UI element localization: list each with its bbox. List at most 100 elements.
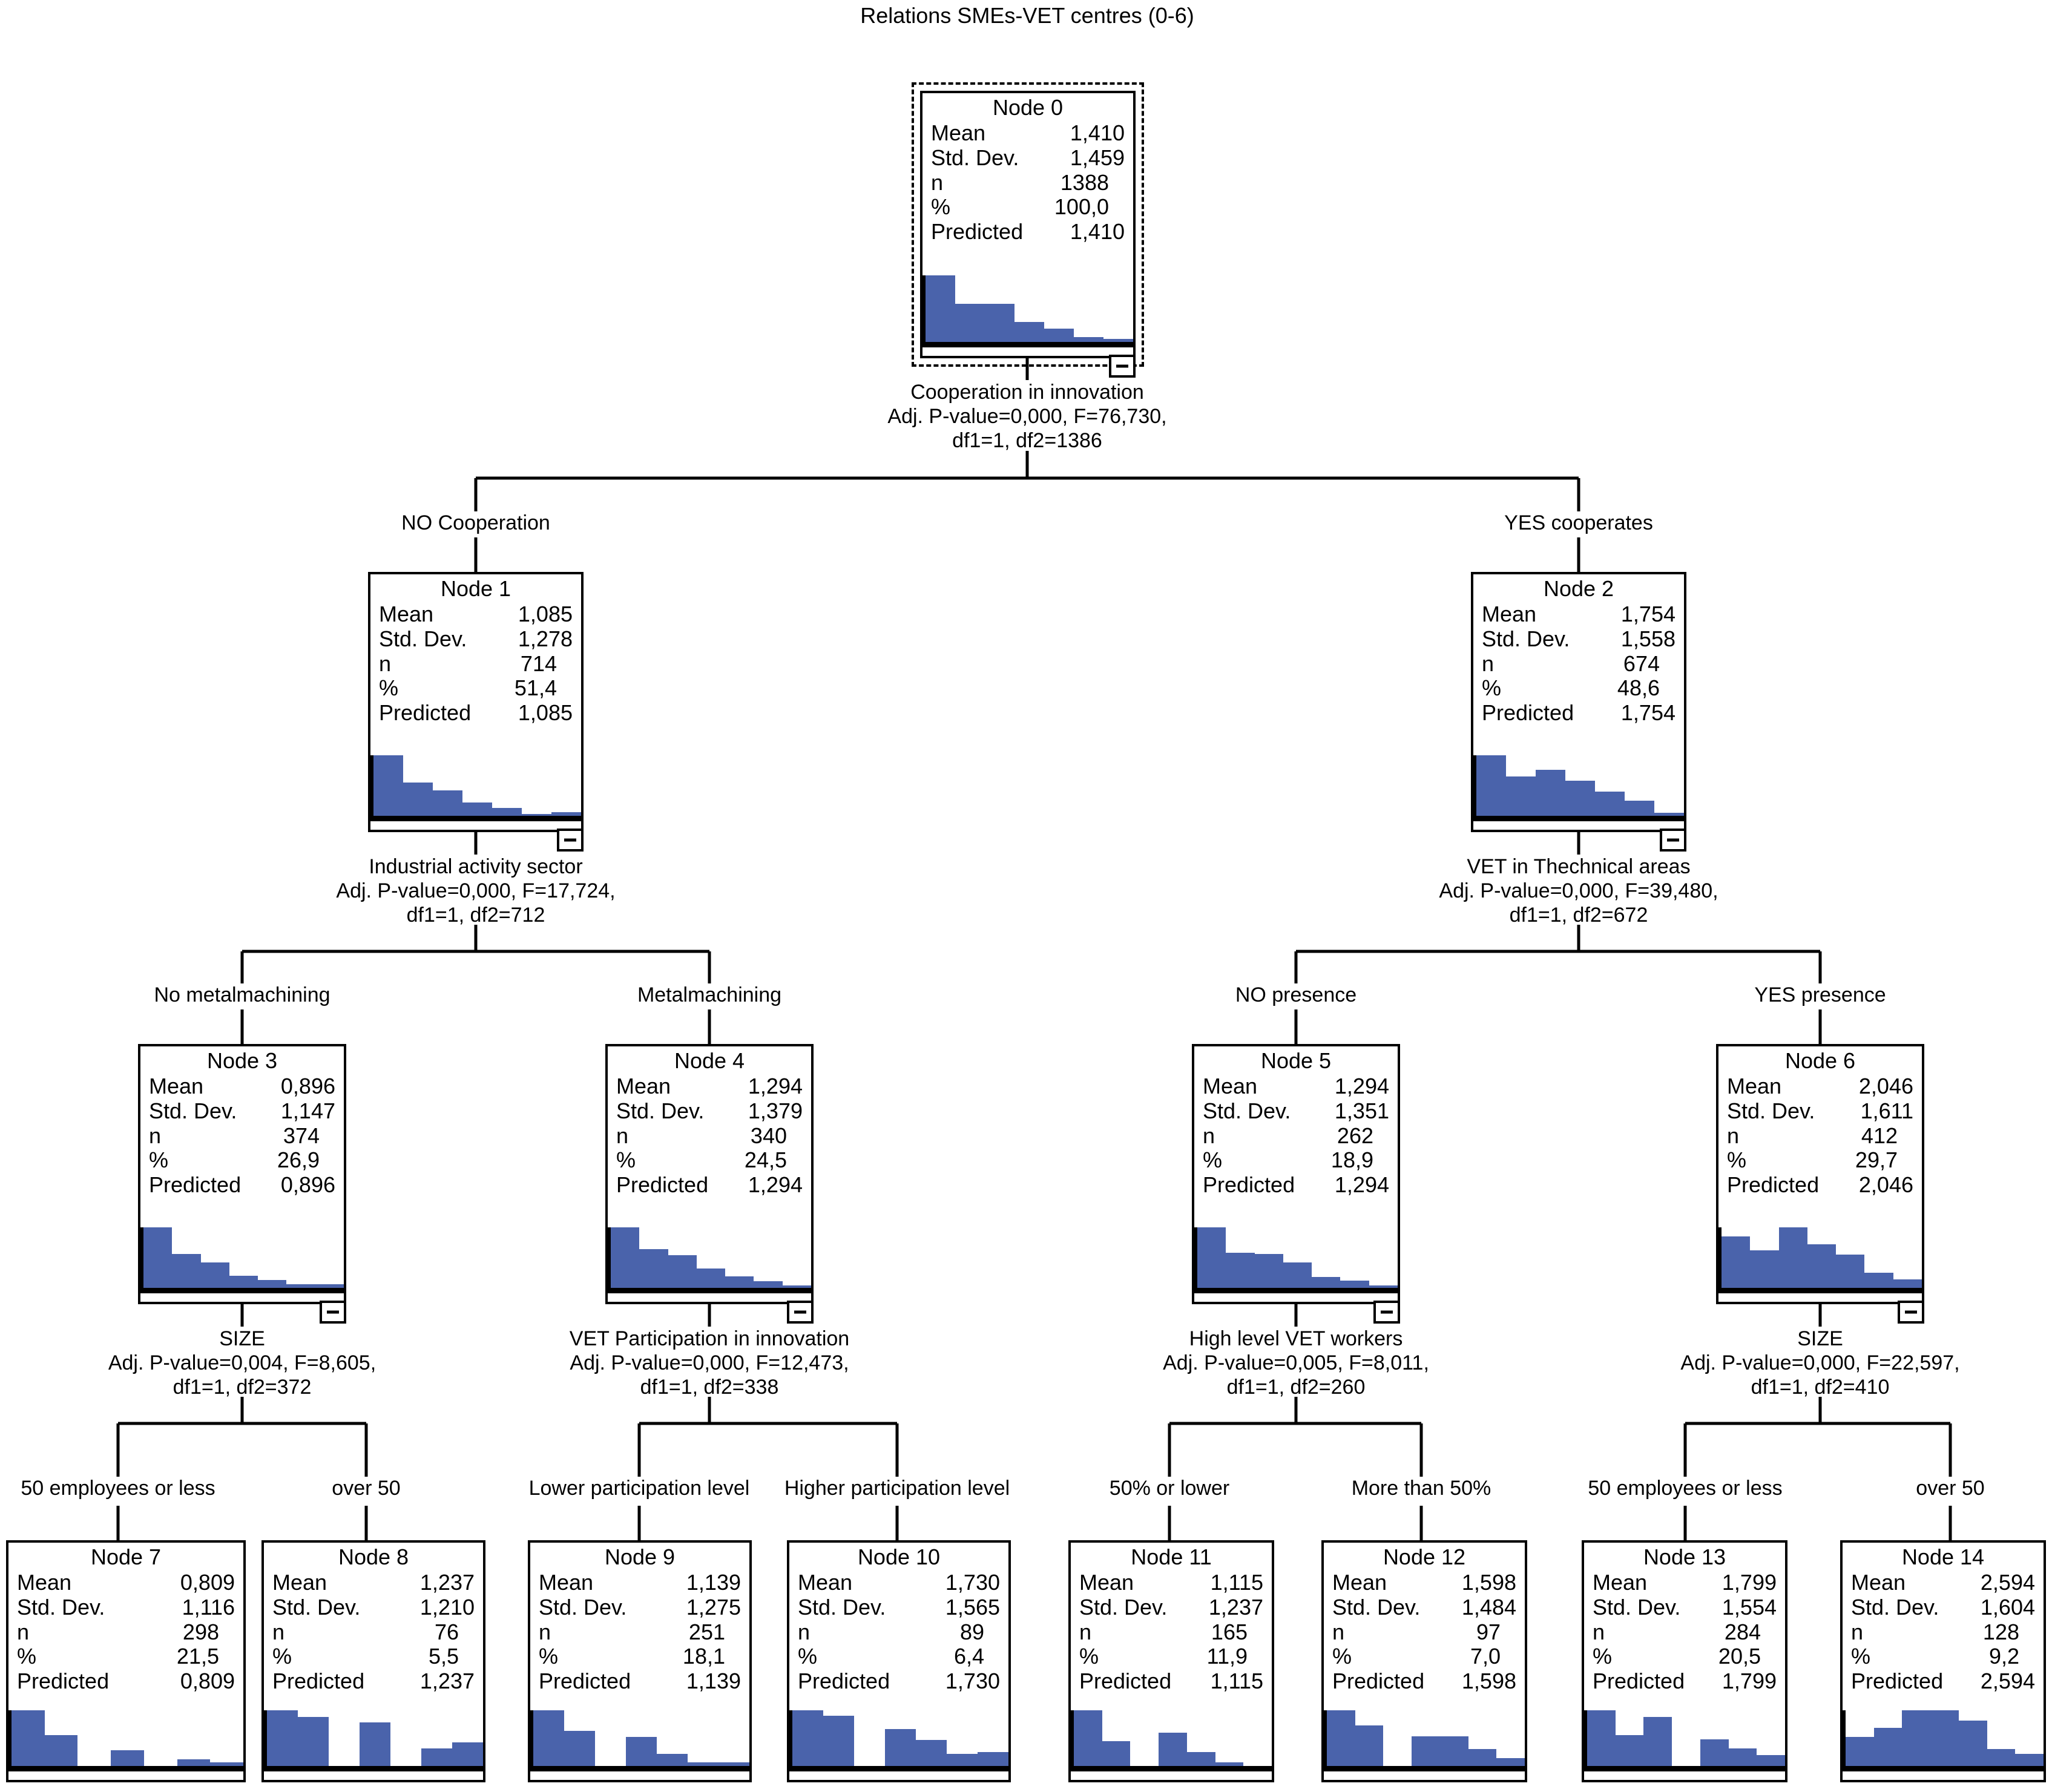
histogram-bar [172, 1254, 201, 1288]
histogram-bar [1215, 1762, 1244, 1766]
stat-label-predicted: Predicted [1593, 1669, 1685, 1693]
histogram-bar [1327, 1710, 1355, 1766]
stat-value-n: 251 [688, 1619, 725, 1644]
stat-value-pct: 26,9 [277, 1147, 320, 1173]
histogram-bar [403, 783, 433, 816]
histogram-bar [947, 1753, 978, 1766]
split-label-node-3: SIZE Adj. P-value=0,004, F=8,605, df1=1,… [108, 1327, 377, 1399]
histogram-bar [1412, 1736, 1440, 1766]
stat-label-mean: Mean [17, 1570, 72, 1595]
histogram-bar [1369, 1285, 1398, 1288]
collapse-node-icon[interactable] [1660, 829, 1686, 852]
branch-label-more-than-50-percent: More than 50% [1351, 1477, 1491, 1500]
collapse-node-icon[interactable] [320, 1301, 346, 1324]
stat-label-predicted: Predicted [149, 1172, 242, 1197]
node-footer [1071, 1769, 1272, 1780]
stat-label-n: n [539, 1619, 551, 1644]
histogram-bar [885, 1729, 916, 1766]
histogram-bar [1186, 1752, 1215, 1766]
histogram-bar [1506, 776, 1536, 816]
stat-label-n: n [1203, 1123, 1215, 1148]
stat-value-n: 412 [1861, 1123, 1898, 1148]
node-histogram [1843, 1710, 2044, 1769]
histogram-bar [1496, 1758, 1525, 1766]
stat-label-mean: Mean [539, 1570, 594, 1595]
stat-label-mean: Mean [616, 1074, 671, 1099]
node-title: Node 7 [90, 1544, 162, 1569]
stat-value-sd: 1,278 [518, 626, 573, 651]
node-title: Node 1 [440, 576, 511, 601]
histogram-bar [1340, 1281, 1369, 1288]
stat-value-sd: 1,604 [1980, 1594, 2035, 1620]
stat-value-n: 374 [283, 1123, 320, 1148]
node-footer [140, 1291, 346, 1324]
collapse-node-icon[interactable] [1109, 355, 1136, 378]
stat-value-pct: 20,5 [1718, 1644, 1761, 1669]
collapse-node-icon[interactable] [557, 829, 584, 852]
stat-value-mean: 1,799 [1722, 1570, 1777, 1595]
histogram-bar [657, 1753, 688, 1766]
node-footer [8, 1769, 243, 1780]
collapse-node-icon[interactable] [1898, 1301, 1924, 1324]
histogram-bar [1074, 337, 1103, 342]
branch-label-over-50-right: over 50 [1916, 1477, 1985, 1500]
split-label-node-0: Cooperation in innovation Adj. P-value=0… [887, 381, 1167, 453]
stat-value-n: 284 [1724, 1619, 1761, 1644]
stat-value-predicted: 2,046 [1858, 1172, 1913, 1197]
histogram-bar [626, 1737, 657, 1766]
stat-label-predicted: Predicted [1727, 1172, 1820, 1197]
histogram-bar [1750, 1250, 1779, 1288]
stat-label-sd: Std. Dev. [1851, 1594, 1939, 1620]
node-footer [370, 819, 584, 852]
stat-value-predicted: 1,115 [1210, 1669, 1263, 1693]
histogram-bar [916, 1739, 947, 1766]
stat-label-mean: Mean [379, 602, 434, 627]
stat-value-sd: 1,351 [1334, 1098, 1389, 1123]
histogram-bar [1846, 1737, 1874, 1766]
stat-value-mean: 0,896 [280, 1074, 335, 1099]
stat-value-mean: 1,115 [1210, 1570, 1263, 1595]
stat-value-pct: 48,6 [1617, 675, 1660, 701]
histogram-bar [1439, 1736, 1468, 1766]
histogram-bar [286, 1284, 315, 1288]
histogram-bar [1595, 792, 1625, 816]
branch-label-yes-presence: YES presence [1754, 983, 1886, 1006]
node-title: Node 12 [1383, 1544, 1466, 1569]
histogram-bar [143, 1227, 173, 1288]
collapse-node-icon[interactable] [787, 1301, 814, 1324]
histogram-bar [1836, 1255, 1865, 1288]
stat-value-n: 1388 [1060, 169, 1109, 195]
collapse-node-icon[interactable] [1373, 1301, 1400, 1324]
stat-label-sd: Std. Dev. [931, 145, 1019, 170]
histogram-bar [360, 1722, 390, 1766]
stat-value-sd: 1,558 [1620, 626, 1675, 651]
histogram-bar [1587, 1710, 1616, 1766]
node-footer [1584, 1769, 1785, 1780]
histogram-bar [533, 1710, 564, 1766]
histogram-bar [1873, 1728, 1902, 1766]
node-histogram [8, 1710, 244, 1769]
stat-label-mean: Mean [1079, 1570, 1134, 1595]
histogram-bar [111, 1750, 144, 1766]
stat-value-sd: 1,379 [748, 1098, 803, 1123]
